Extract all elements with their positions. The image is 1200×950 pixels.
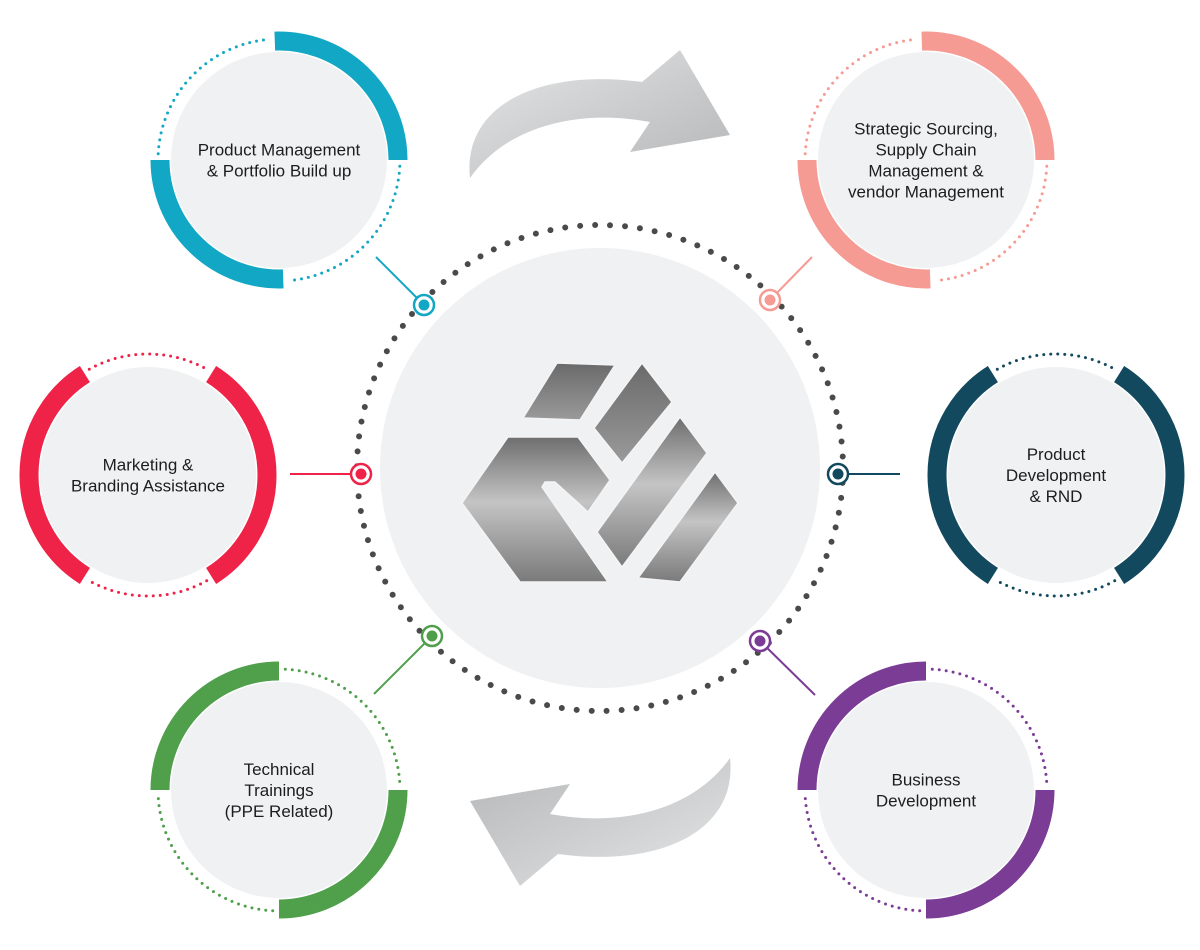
solid-arc <box>19 366 91 584</box>
service-label: Strategic Sourcing, <box>854 120 998 139</box>
solid-arc <box>921 31 1055 161</box>
dotted-arc <box>87 352 209 371</box>
service-circle <box>818 52 1034 268</box>
service-node-product-management: Product Management & Portfolio Build up <box>150 31 436 317</box>
connector-line <box>759 640 816 696</box>
service-circle <box>171 682 387 898</box>
service-label: Technical <box>244 760 315 779</box>
dotted-arc <box>283 667 402 786</box>
service-node-strategic-sourcing: Strategic Sourcing, Supply ChainManagemen… <box>758 31 1055 312</box>
connector-dot-icon <box>764 294 776 306</box>
solid-arc <box>150 661 280 791</box>
service-label: Marketing & <box>103 456 194 475</box>
solid-arc <box>278 789 408 919</box>
service-circle <box>948 367 1164 583</box>
service-circle <box>818 682 1034 898</box>
service-label: Supply Chain <box>875 141 976 160</box>
service-label: Product Management <box>198 141 361 160</box>
solid-arc <box>150 159 284 289</box>
connector-line <box>373 635 433 695</box>
connector-dot-icon <box>418 299 430 311</box>
connector-dot-icon <box>355 468 367 480</box>
company-logo <box>461 362 739 583</box>
service-label: & RND <box>1030 487 1083 506</box>
service-circle <box>40 367 256 583</box>
service-circle <box>171 52 387 268</box>
solid-arc <box>797 661 927 791</box>
service-label: Development <box>1006 466 1106 485</box>
dotted-arc <box>87 579 209 598</box>
service-label: Business <box>892 771 961 790</box>
dotted-arc <box>156 794 275 913</box>
solid-arc <box>274 31 408 161</box>
solid-arc <box>927 366 999 584</box>
service-label: Trainings <box>244 781 313 800</box>
dotted-arc <box>803 794 922 913</box>
dotted-arc <box>995 352 1117 371</box>
connector-dot-icon <box>754 635 766 647</box>
service-label: Management & <box>868 162 984 181</box>
connector-dot-icon <box>426 630 438 642</box>
dotted-arc <box>995 579 1117 598</box>
dotted-arc <box>930 667 1049 786</box>
service-node-marketing-branding: Marketing & Branding Assistance <box>19 352 373 598</box>
cycle-arrow-top <box>469 50 730 178</box>
service-label: Product <box>1027 445 1086 464</box>
service-label: vendor Management <box>848 183 1004 202</box>
solid-arc <box>205 366 277 584</box>
service-label: Branding Assistance <box>71 477 225 496</box>
solid-arc <box>925 789 1055 919</box>
service-label: & Portfolio Build up <box>207 162 352 181</box>
service-label: (PPE Related) <box>225 802 334 821</box>
service-nodes: Product Management & Portfolio Build up St… <box>19 31 1185 919</box>
connector-dot-icon <box>832 468 844 480</box>
connector-line <box>375 256 425 306</box>
service-label: Development <box>876 792 976 811</box>
cycle-arrow-bottom <box>470 758 731 886</box>
solid-arc <box>1113 366 1185 584</box>
solid-arc <box>797 159 931 289</box>
